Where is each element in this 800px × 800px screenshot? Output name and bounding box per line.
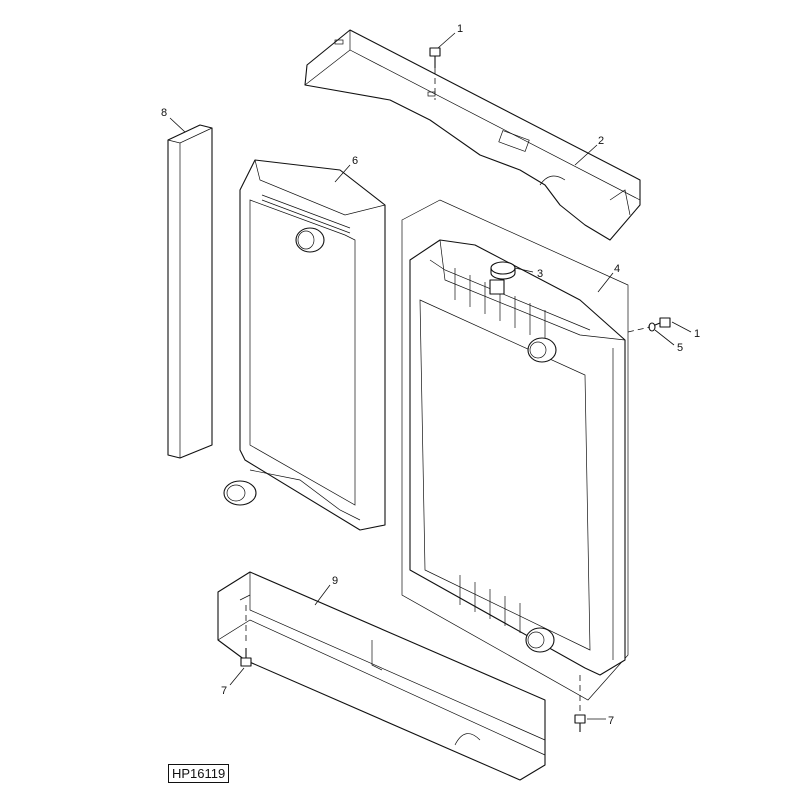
callout-4: 4 [614, 263, 620, 275]
radiator-part [409, 239, 626, 676]
leader-lines [169, 32, 692, 720]
bolt-bottom-right-part [574, 714, 586, 732]
callout-7-right: 7 [608, 715, 614, 727]
callout-7-left: 7 [221, 685, 227, 697]
radiator-cap-part [490, 261, 516, 280]
radiator-bottom-tank-ribs [459, 575, 521, 633]
callout-1-top: 1 [457, 23, 463, 35]
assembly-line [627, 326, 651, 333]
bolt-bottom-left-part [240, 648, 252, 667]
radiator-assembly-outline [401, 199, 629, 701]
callout-2: 2 [598, 135, 604, 147]
seal-strip-part [167, 124, 213, 459]
callout-9: 9 [332, 575, 338, 587]
callout-1-side: 1 [694, 328, 700, 340]
charge-air-cooler-part [223, 159, 386, 531]
callout-3: 3 [537, 268, 543, 280]
bottom-bracket-part [217, 571, 546, 781]
callout-8: 8 [161, 107, 167, 119]
bolt-top-part [429, 47, 441, 68]
side-bolt-washer-part [648, 317, 671, 332]
callout-5: 5 [677, 342, 683, 354]
callout-6: 6 [352, 155, 358, 167]
top-bracket-part [304, 29, 641, 241]
figure-id-label: HP16119 [168, 764, 230, 783]
